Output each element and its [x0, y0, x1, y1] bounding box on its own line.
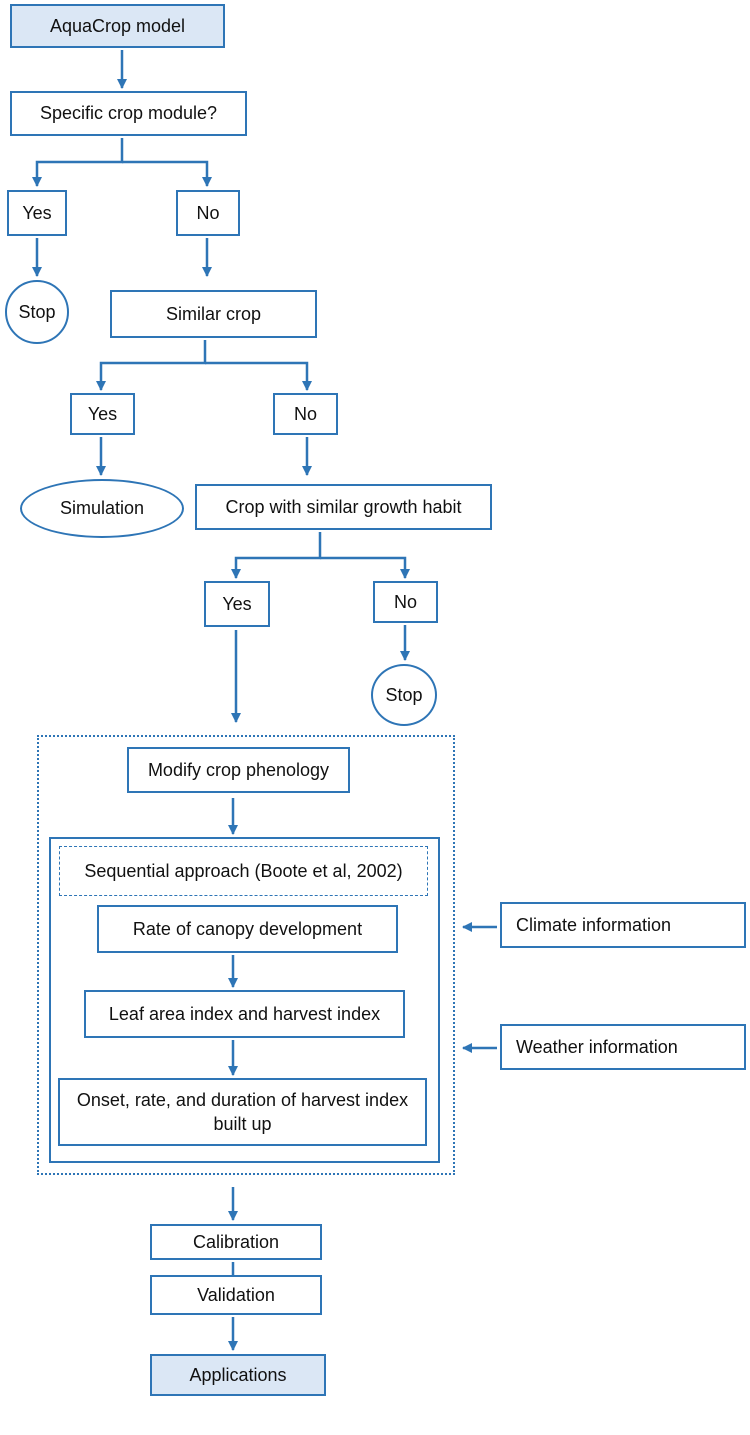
specific-crop-module-box: Specific crop module? [10, 91, 247, 136]
inner-approach-frame [49, 837, 440, 1163]
stop-circle-2: Stop [371, 664, 437, 726]
branch-3-connector-right [320, 556, 410, 579]
branch-1-connector [32, 138, 124, 187]
crop-similar-growth-box: Crop with similar growth habit [195, 484, 492, 530]
no-box-2: No [273, 393, 338, 435]
aquacrop-model-box: AquaCrop model [10, 4, 225, 48]
no-box-3: No [373, 581, 438, 623]
sequential-approach-box: Sequential approach (Boote et al, 2002) [59, 846, 428, 896]
leaf-area-harvest-index-box: Leaf area index and harvest index [84, 990, 405, 1038]
branch-3-connector [231, 532, 322, 579]
climate-information-box: Climate information [500, 902, 746, 948]
yes-box-1: Yes [7, 190, 67, 236]
branch-2-connector [96, 340, 207, 391]
no-box-1: No [176, 190, 240, 236]
branch-1-connector-right [122, 160, 212, 187]
yes-box-3: Yes [204, 581, 270, 627]
validation-box: Validation [150, 1275, 322, 1315]
weather-information-box: Weather information [500, 1024, 746, 1070]
rate-canopy-development-box: Rate of canopy development [97, 905, 398, 953]
applications-box: Applications [150, 1354, 326, 1396]
similar-crop-box: Similar crop [110, 290, 317, 338]
yes-box-2: Yes [70, 393, 135, 435]
simulation-oval: Simulation [20, 479, 184, 538]
branch-2-connector-right [205, 361, 312, 391]
modify-crop-phenology-box: Modify crop phenology [127, 747, 350, 793]
calibration-box: Calibration [150, 1224, 322, 1260]
stop-circle-1: Stop [5, 280, 69, 344]
onset-rate-duration-box: Onset, rate, and duration of harvest ind… [58, 1078, 427, 1146]
phenology-block-frame [37, 735, 455, 1175]
